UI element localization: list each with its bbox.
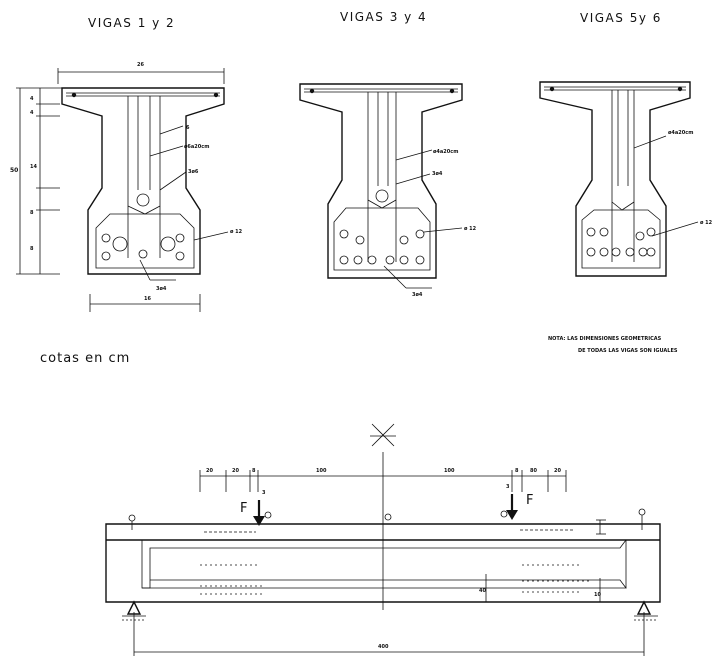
label-bottom-bars-2: 3ø4 — [412, 292, 423, 298]
label-top-bars-1: 3ø6 — [188, 169, 199, 175]
label-stirrup-3: ø4a20cm — [668, 130, 693, 136]
dim-bottom-width: 16 — [144, 296, 151, 302]
title-beams-5-6: VIGAS 5y 6 — [580, 11, 662, 25]
dim-left-2: 4 — [30, 110, 34, 116]
dim-left-4: 8 — [30, 210, 34, 216]
dim-right-c: 20 — [554, 468, 561, 474]
label-web-bar: 6 — [186, 125, 190, 131]
title-beams-3-4: VIGAS 3 y 4 — [340, 10, 427, 24]
dim-half-left: 100 — [316, 468, 327, 474]
dim-right-a: 8 — [515, 468, 519, 474]
load-label-right: F — [526, 493, 534, 508]
dim-left-c: 8 — [252, 468, 256, 474]
dim-left-b: 20 — [232, 468, 239, 474]
section-beams-3-4: ø4a20cm 3ø4 ø 12 3ø4 — [299, 83, 477, 298]
note-line-1: NOTA: LAS DIMENSIONES GEOMETRICAS — [548, 336, 662, 342]
dim-span: 400 — [378, 644, 389, 650]
label-stirrup-2: ø4a20cm — [433, 149, 458, 155]
dim-right-b: 80 — [530, 468, 537, 474]
label-top-bars-2: 3ø4 — [432, 171, 443, 177]
dim-total-height: 50 — [10, 167, 18, 174]
dim-left-1: 4 — [30, 96, 34, 102]
label-side-bars-2: ø 12 — [464, 226, 477, 232]
load-offset-left: 3 — [262, 490, 266, 496]
dim-height-right: 40 — [479, 588, 486, 594]
label-side-bars-3: ø 12 — [700, 220, 713, 226]
units-note: cotas en cm — [40, 351, 130, 366]
load-label-left: F — [240, 501, 248, 516]
dim-top-width: 26 — [137, 62, 144, 68]
dim-height-mid: 10 — [594, 592, 601, 598]
label-stirrup-1: ø6a20cm — [184, 144, 209, 150]
section-beams-5-6: ø4a20cm ø 12 — [539, 81, 713, 277]
label-bottom-bars-1: 3ø4 — [156, 286, 167, 292]
title-beams-1-2: VIGAS 1 y 2 — [88, 16, 175, 30]
note-line-2: DE TODAS LAS VIGAS SON IGUALES — [578, 348, 678, 354]
dim-left-a: 20 — [206, 468, 213, 474]
dim-left-3: 14 — [30, 164, 37, 170]
dim-left-5: 8 — [30, 246, 34, 252]
label-side-bars-1: ø 12 — [230, 229, 243, 235]
beam-elevation: 20 20 8 100 100 8 80 20 F 3 F 3 — [105, 423, 661, 656]
section-beams-1-2: 26 50 4 4 14 8 8 16 6 ø6a20cm 3ø6 ø 12 3… — [10, 62, 243, 312]
dim-half-right: 100 — [444, 468, 455, 474]
load-offset-right: 3 — [506, 484, 510, 490]
